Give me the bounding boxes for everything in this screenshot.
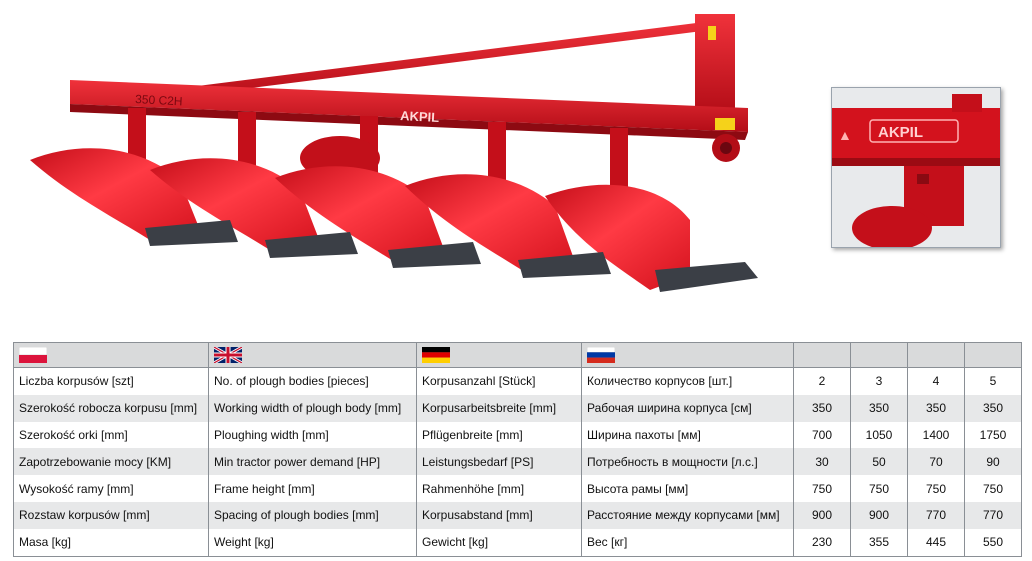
table-row: Szerokość orki [mm]Ploughing width [mm]P… xyxy=(13,421,1022,449)
flag-poland-icon xyxy=(19,347,47,363)
flag-russia-icon xyxy=(587,347,615,363)
header-blank xyxy=(907,342,965,368)
value-cell: 5 xyxy=(964,367,1022,395)
row-label-en: No. of plough bodies [pieces] xyxy=(208,367,417,395)
row-label-pl: Liczba korpusów [szt] xyxy=(13,367,209,395)
svg-text:▲: ▲ xyxy=(838,127,852,143)
row-label-ru: Количество корпусов [шт.] xyxy=(581,367,794,395)
value-cell: 770 xyxy=(964,501,1022,529)
row-label-pl: Zapotrzebowanie mocy [KM] xyxy=(13,448,209,476)
row-label-de: Korpusabstand [mm] xyxy=(416,501,582,529)
row-label-ru: Ширина пахоты [мм] xyxy=(581,421,794,449)
value-cell: 1400 xyxy=(907,421,965,449)
plough-illustration: 350 C2H AKPIL xyxy=(30,14,758,292)
header-de xyxy=(416,342,582,368)
table-header-row xyxy=(13,342,1022,368)
row-label-ru: Рабочая ширина корпуса [см] xyxy=(581,394,794,422)
header-blank xyxy=(793,342,851,368)
value-cell: 750 xyxy=(793,475,851,502)
flag-uk-icon xyxy=(214,347,242,363)
table-row: Wysokość ramy [mm]Frame height [mm]Rahme… xyxy=(13,475,1022,502)
table-row: Szerokość robocza korpusu [mm]Working wi… xyxy=(13,394,1022,422)
row-label-pl: Wysokość ramy [mm] xyxy=(13,475,209,502)
row-label-ru: Высота рамы [мм] xyxy=(581,475,794,502)
value-cell: 350 xyxy=(907,394,965,422)
value-cell: 750 xyxy=(850,475,908,502)
row-label-en: Frame height [mm] xyxy=(208,475,417,502)
table-row: Liczba korpusów [szt]No. of plough bodie… xyxy=(13,367,1022,395)
value-cell: 900 xyxy=(793,501,851,529)
spec-table-body: Liczba korpusów [szt]No. of plough bodie… xyxy=(13,367,1022,557)
row-label-ru: Вес [кг] xyxy=(581,528,794,557)
value-cell: 350 xyxy=(964,394,1022,422)
row-label-ru: Расстояние между корпусами [мм] xyxy=(581,501,794,529)
value-cell: 900 xyxy=(850,501,908,529)
brand-logo: AKPIL xyxy=(400,108,440,125)
value-cell: 770 xyxy=(907,501,965,529)
detail-brand-logo: AKPIL xyxy=(878,124,923,141)
value-cell: 350 xyxy=(793,394,851,422)
header-blank xyxy=(964,342,1022,368)
row-label-de: Leistungsbedarf [PS] xyxy=(416,448,582,476)
row-label-pl: Rozstaw korpusów [mm] xyxy=(13,501,209,529)
value-cell: 230 xyxy=(793,528,851,557)
value-cell: 350 xyxy=(850,394,908,422)
row-label-pl: Masa [kg] xyxy=(13,528,209,557)
value-cell: 1750 xyxy=(964,421,1022,449)
value-cell: 3 xyxy=(850,367,908,395)
row-label-ru: Потребность в мощности [л.с.] xyxy=(581,448,794,476)
table-row: Rozstaw korpusów [mm]Spacing of plough b… xyxy=(13,501,1022,529)
value-cell: 50 xyxy=(850,448,908,476)
value-cell: 70 xyxy=(907,448,965,476)
spec-table: Liczba korpusów [szt]No. of plough bodie… xyxy=(13,342,1022,557)
value-cell: 700 xyxy=(793,421,851,449)
value-cell: 550 xyxy=(964,528,1022,557)
header-en xyxy=(208,342,417,368)
value-cell: 355 xyxy=(850,528,908,557)
row-label-en: Working width of plough body [mm] xyxy=(208,394,417,422)
row-label-en: Weight [kg] xyxy=(208,528,417,557)
header-ru xyxy=(581,342,794,368)
row-label-en: Spacing of plough bodies [mm] xyxy=(208,501,417,529)
detail-photo-image: ▲ AKPIL xyxy=(832,88,1000,247)
header-pl xyxy=(13,342,209,368)
row-label-de: Korpusarbeitsbreite [mm] xyxy=(416,394,582,422)
value-cell: 750 xyxy=(907,475,965,502)
value-cell: 2 xyxy=(793,367,851,395)
row-label-de: Gewicht [kg] xyxy=(416,528,582,557)
value-cell: 445 xyxy=(907,528,965,557)
row-label-de: Korpusanzahl [Stück] xyxy=(416,367,582,395)
row-label-de: Rahmenhöhe [mm] xyxy=(416,475,582,502)
row-label-en: Ploughing width [mm] xyxy=(208,421,417,449)
row-label-pl: Szerokość robocza korpusu [mm] xyxy=(13,394,209,422)
value-cell: 1050 xyxy=(850,421,908,449)
value-cell: 30 xyxy=(793,448,851,476)
header-blank xyxy=(850,342,908,368)
model-marking: 350 C2H xyxy=(135,92,183,108)
value-cell: 4 xyxy=(907,367,965,395)
detail-photo: ▲ AKPIL xyxy=(831,87,1001,248)
flag-germany-icon xyxy=(422,347,450,363)
row-label-de: Pflügenbreite [mm] xyxy=(416,421,582,449)
table-row: Masa [kg]Weight [kg]Gewicht [kg]Вес [кг]… xyxy=(13,528,1022,557)
row-label-pl: Szerokość orki [mm] xyxy=(13,421,209,449)
value-cell: 750 xyxy=(964,475,1022,502)
table-row: Zapotrzebowanie mocy [KM]Min tractor pow… xyxy=(13,448,1022,476)
value-cell: 90 xyxy=(964,448,1022,476)
row-label-en: Min tractor power demand [HP] xyxy=(208,448,417,476)
